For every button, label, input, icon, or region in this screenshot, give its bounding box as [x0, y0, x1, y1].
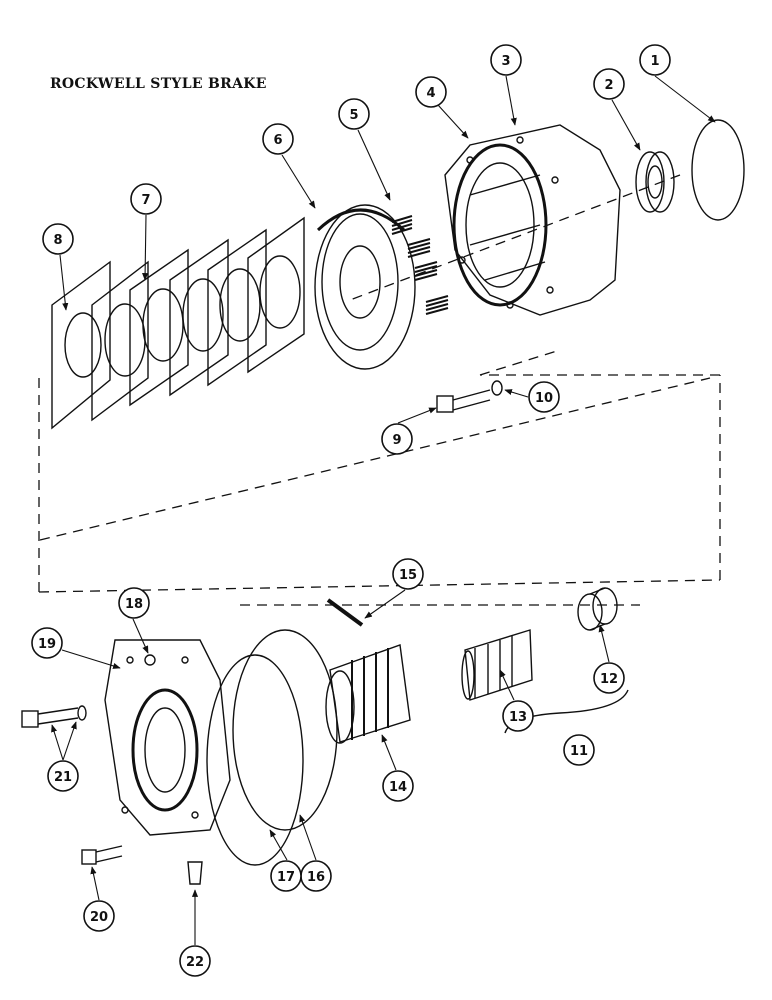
part-2-seal [635, 151, 675, 213]
callout-9: 9 [381, 423, 413, 455]
callout-17: 17 [270, 860, 302, 892]
part-6-pressure-plate [314, 204, 416, 370]
part-22-drain-plug [187, 861, 203, 885]
diagram-title: ROCKWELL STYLE BRAKE [50, 76, 267, 92]
callout-22: 22 [179, 945, 211, 977]
part-19-base-housing [104, 639, 231, 836]
svg-text:1: 1 [650, 54, 659, 69]
callout-19: 19 [31, 627, 63, 659]
callout-14: 14 [382, 770, 414, 802]
part-13-spline-shaft [461, 629, 533, 701]
svg-text:2: 2 [604, 78, 613, 93]
callout-6: 6 [262, 123, 294, 155]
part-10-washer [491, 380, 503, 396]
svg-text:20: 20 [90, 910, 108, 925]
svg-text:15: 15 [399, 568, 417, 583]
part-15-pin [326, 598, 364, 627]
svg-text:12: 12 [600, 672, 618, 687]
callout-18: 18 [118, 587, 150, 619]
svg-text:10: 10 [535, 391, 553, 406]
svg-text:3: 3 [501, 54, 510, 69]
assembly-dashed-line [38, 174, 721, 606]
callout-12: 12 [593, 662, 625, 694]
part-5-springs [391, 215, 449, 315]
part-3-brake-housing [444, 124, 621, 316]
part-21-bolt-and-washer [21, 705, 87, 728]
callout-10: 10 [528, 381, 560, 413]
part-7-friction-disc-stack [91, 216, 305, 422]
svg-text:21: 21 [54, 770, 72, 785]
part-16-ring-seal [232, 629, 338, 831]
svg-text:22: 22 [186, 955, 204, 970]
svg-text:6: 6 [273, 133, 282, 148]
part-18-fitting [144, 654, 156, 666]
callout-16: 16 [300, 860, 332, 892]
part-1-o-ring [691, 119, 745, 221]
callout-21: 21 [47, 760, 79, 792]
svg-text:5: 5 [349, 108, 358, 123]
svg-text:7: 7 [141, 193, 150, 208]
svg-text:8: 8 [53, 233, 62, 248]
callout-1: 1 [639, 44, 671, 76]
callout-5: 5 [338, 98, 370, 130]
callout-2: 2 [593, 68, 625, 100]
part-12-bearing [577, 587, 618, 631]
svg-text:18: 18 [125, 597, 143, 612]
svg-text:14: 14 [389, 780, 407, 795]
callout-20: 20 [83, 900, 115, 932]
callout-4: 4 [415, 76, 447, 108]
svg-text:4: 4 [426, 86, 435, 101]
part-14-gear [325, 644, 411, 744]
callout-3: 3 [490, 44, 522, 76]
part-9-bolt [436, 389, 491, 413]
part-8-gasket-plate [51, 260, 111, 430]
leader-lines [51, 75, 716, 945]
svg-text:9: 9 [392, 433, 401, 448]
callout-8: 8 [42, 223, 74, 255]
svg-text:17: 17 [277, 870, 295, 885]
part-17-o-ring [206, 654, 304, 866]
callout-13: 13 [502, 700, 534, 732]
svg-text:19: 19 [38, 637, 56, 652]
callout-7: 7 [130, 183, 162, 215]
callout-15: 15 [392, 558, 424, 590]
svg-text:11: 11 [570, 744, 588, 759]
part-20-bolt [81, 845, 123, 865]
svg-text:16: 16 [307, 870, 325, 885]
callout-11: 11 [563, 734, 595, 766]
callout-balloons: 1 2 3 4 5 6 7 8 9 10 11 12 13 14 15 16 1… [31, 44, 671, 977]
svg-text:13: 13 [509, 710, 527, 725]
